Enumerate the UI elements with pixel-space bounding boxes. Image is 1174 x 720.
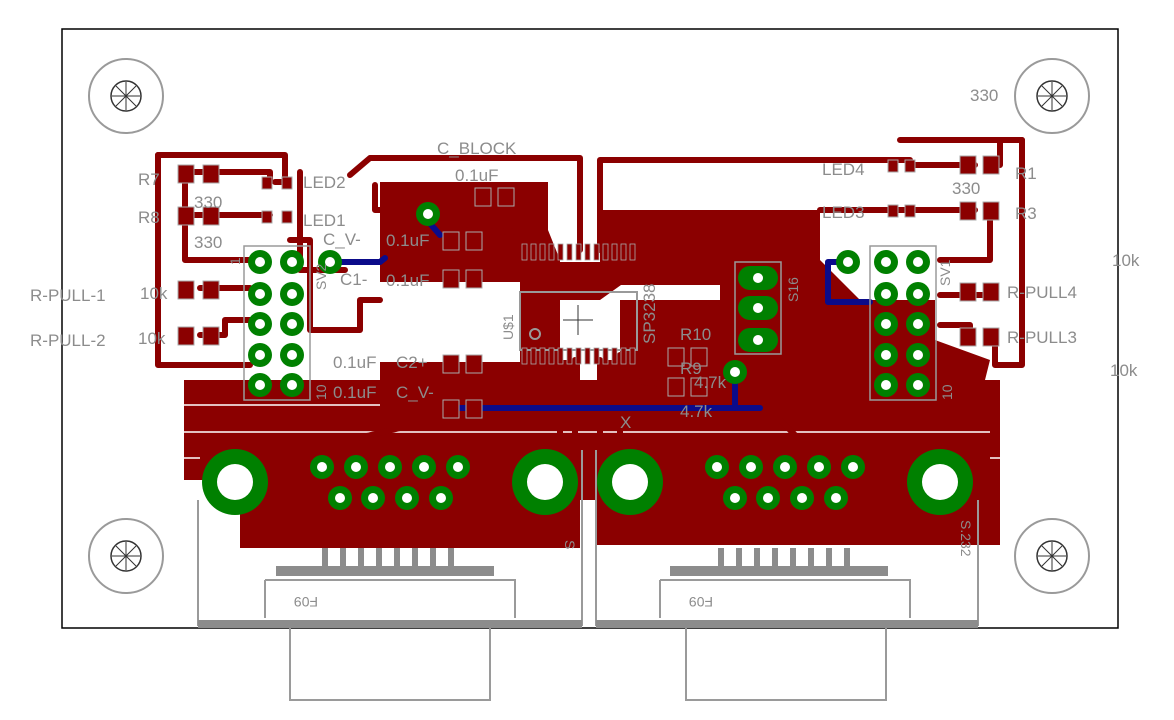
label-f09-right: F09 xyxy=(689,594,713,610)
label-r-pull-1: R-PULL-1 xyxy=(30,286,106,305)
label-r9: R9 xyxy=(680,359,702,378)
label-r9-value: 4.7k xyxy=(680,402,713,421)
label-r3: R3 xyxy=(1015,204,1037,223)
label-r10-value: 4.7k xyxy=(694,373,727,392)
db9-connector-right xyxy=(595,449,979,701)
board-outline xyxy=(61,28,1119,629)
label-r-pull-2-value: 10k xyxy=(138,329,166,348)
label-r7-value: 330 xyxy=(194,193,222,212)
label-c1: C1- xyxy=(340,270,367,289)
label-r8: R8 xyxy=(138,208,160,227)
header-sv1 xyxy=(869,245,937,401)
label-r-pull3-value: 10k xyxy=(1110,361,1138,380)
label-r-pull3: R-PULL3 xyxy=(1007,328,1077,347)
mounting-hole-bottom-right xyxy=(1014,518,1090,594)
label-c2: C2+ xyxy=(396,353,428,372)
label-led3: LED3 xyxy=(822,203,865,222)
mounting-hole-top-left xyxy=(88,58,164,134)
label-x: X xyxy=(620,413,631,432)
label-sv2-pin1: 1 xyxy=(227,257,243,265)
smd-pads xyxy=(177,155,1000,419)
header-sv2 xyxy=(243,245,311,401)
label-sv2-pin10: 10 xyxy=(313,384,329,400)
label-r-pull-2: R-PULL-2 xyxy=(30,331,106,350)
label-r10: R10 xyxy=(680,325,711,344)
header-s16 xyxy=(734,261,782,355)
label-us1: U$1 xyxy=(500,314,516,340)
label-c-v-bottom: C_V- xyxy=(396,383,434,402)
label-r-pull-1-value: 10k xyxy=(140,284,168,303)
label-r3-value: 330 xyxy=(952,179,980,198)
label-s-mark: S xyxy=(562,540,578,549)
label-r-pull4: R-PULL4 xyxy=(1007,283,1077,302)
label-c-block-value: 0.1uF xyxy=(455,166,498,185)
label-r7: R7 xyxy=(138,170,160,189)
label-led2: LED2 xyxy=(303,173,346,192)
label-c1-value: 0.1uF xyxy=(386,271,429,290)
label-sv1-pin10: 10 xyxy=(939,384,955,400)
label-c-v-top: C_V- xyxy=(323,230,361,249)
db9-connector-left xyxy=(197,449,583,701)
label-c-v-top-value: 0.1uF xyxy=(386,231,429,250)
label-r1-value: 330 xyxy=(970,86,998,105)
pour-cutouts xyxy=(184,404,1000,483)
label-sp3238: SP3238 xyxy=(640,284,659,345)
label-led1: LED1 xyxy=(303,211,346,230)
label-r8-value: 330 xyxy=(194,233,222,252)
ic-sp3238 xyxy=(519,243,638,365)
label-rs232: S.232 xyxy=(958,520,974,557)
silkscreen-labels: C_BLOCK 0.1uF C_V- 0.1uF C1- 0.1uF 0.1uF… xyxy=(30,86,1140,610)
label-c2-value: 0.1uF xyxy=(333,353,376,372)
label-r1: R1 xyxy=(1015,164,1037,183)
mounting-hole-bottom-left xyxy=(88,518,164,594)
label-led4: LED4 xyxy=(822,160,865,179)
label-s16: S16 xyxy=(785,277,801,302)
label-r-pull4-value: 10k xyxy=(1112,251,1140,270)
label-c-block: C_BLOCK xyxy=(437,139,517,158)
label-c-v-bottom-value: 0.1uF xyxy=(333,383,376,402)
label-sv2: SV2 xyxy=(313,263,329,290)
vias xyxy=(318,202,860,384)
label-sv1: SV1 xyxy=(937,259,953,286)
label-f09-left: F09 xyxy=(294,594,318,610)
mounting-hole-top-right xyxy=(1014,58,1090,134)
